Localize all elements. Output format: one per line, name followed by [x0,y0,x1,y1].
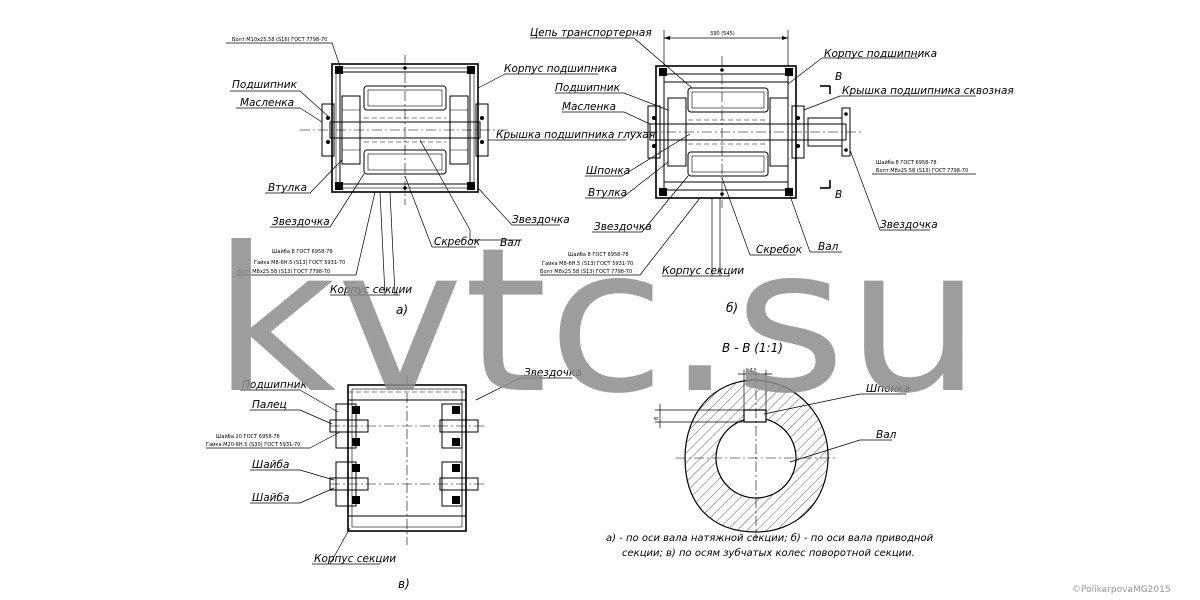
washer2-label: Шайба [252,492,289,504]
oiler-label-b: Масленка [562,101,616,113]
key-label-section: Шпонка [866,383,910,395]
sleeve-label-a: Втулка [268,182,307,194]
section-housing-label-a: Корпус секции [330,284,412,296]
washer-spec-a: Шайба 8 ГОСТ 6958-78 [272,248,333,255]
oiler-label-a: Масленка [240,97,294,109]
caption-c: в) [398,577,410,591]
section-title: В - В (1:1) [722,341,783,355]
view-c: Подшипник Палец Звездочка Шайба 20 ГОСТ … [206,367,582,591]
shaft-label-a: Вал [500,237,521,249]
key-label-b: Шпонка [586,165,630,177]
washer1-label: Шайба [252,459,289,471]
sprocket-label-c: Звездочка [524,367,582,379]
bearing-label-c: Подшипник [242,379,308,391]
sprocket-right-label-a: Звездочка [512,214,570,226]
section-housing-label-b: Корпус секции [662,265,744,277]
section-mark-top: В [835,71,842,83]
nut-spec-b: Гайка М8-6Н.5 (S13) ГОСТ 5931-70 [542,260,633,267]
caption-a: а) [396,303,408,317]
caption-b: б) [726,301,738,315]
key-height-dim: 8 [654,417,660,420]
scraper-label-b: Скребок [756,244,803,256]
scraper-label-a: Скребок [434,236,481,248]
copyright: ©PolikarpovaMG2015 [1072,585,1171,595]
bearing-cap-blind-label: Крышка подшипника глухая [496,129,655,141]
bearing-label-a: Подшипник [232,79,298,91]
sprocket-left-label-b: Звездочка [594,221,652,233]
dimension-label: 330 (545) [710,31,735,37]
note-line-1: а) - по оси вала натяжной секции; б) - п… [606,532,934,544]
nut-spec-c: Гайка М20-6Н.5 (S30) ГОСТ 5931-70 [206,441,300,448]
washer-spec-c: Шайба 20 ГОСТ 6958-78 [216,433,280,440]
section-view: В - В (1:1) 12 8 Шпонка Вал [654,341,910,540]
view-a: Болт М10х25.58 (S16) ГОСТ 7798-70 Подшип… [226,37,655,317]
bolt-spec-b: Болт М8х25.58 (S13) ГОСТ 7798-70 [540,269,632,275]
bolt-spec-right-b: Болт М8х25.58 (S13) ГОСТ 7798-70 [876,168,968,174]
note-line-2: секции; в) по осям зубчатых колес поворо… [622,547,915,559]
shaft-label-b: Вал [818,241,839,253]
key-width-dim: 12 [750,368,756,374]
sleeve-label-b: Втулка [588,187,627,199]
pin-label: Палец [252,399,287,411]
shaft-label-section: Вал [876,429,897,441]
bolt-top-label: Болт М10х25.58 (S16) ГОСТ 7798-70 [232,37,327,43]
watermark: kvtc.su [212,205,982,438]
bolt-spec-a: Болт М8х25.58 (S13) ГОСТ 7798-70 [238,269,330,275]
section-mark-bottom: В [835,189,842,201]
bearing-label-b: Подшипник [555,82,621,94]
sprocket-right-label-b: Звездочка [880,219,938,231]
nut-spec-a: Гайка М8-6Н.5 (S13) ГОСТ 5931-70 [254,259,345,266]
bearing-housing-label-a: Корпус подшипника [504,63,617,75]
view-b: Цепь транспортерная 330 (545) Корпус под… [530,27,1014,315]
washer-spec-b: Шайба 8 ГОСТ 6958-78 [568,251,629,258]
bearing-cap-through-label: Крышка подшипника сквозная [842,85,1014,97]
chain-label: Цепь транспортерная [530,27,652,39]
bearing-housing-label-b: Корпус подшипника [824,48,937,60]
sprocket-left-label-a: Звездочка [272,216,330,228]
washer-spec-right-b: Шайба 8 ГОСТ 6958-78 [876,159,937,166]
section-housing-label-c: Корпус секции [314,553,396,565]
